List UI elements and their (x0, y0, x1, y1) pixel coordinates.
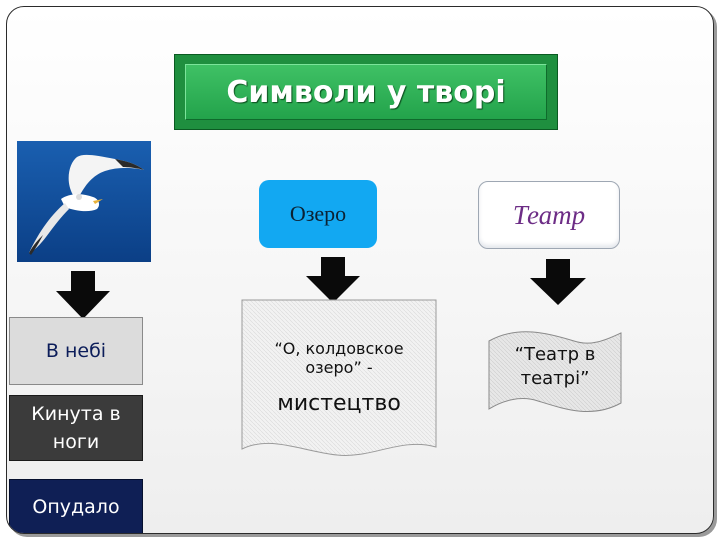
lake-quote-line2: озеро” - (305, 358, 373, 377)
scarecrow-box: Опудало (9, 479, 143, 533)
theatre-quote-line1: “Театр в (514, 344, 596, 365)
sky-box: В небі (9, 317, 143, 385)
slide-title: Символи у творі (226, 74, 506, 110)
theatre-quote: “Театр в театрі” (498, 343, 612, 391)
theatre-banner-shape (488, 331, 622, 413)
sky-label: В небі (45, 340, 107, 362)
seagull-photo (17, 141, 151, 262)
lake-label: Озеро (289, 201, 347, 226)
scarecrow-label: Опудало (32, 496, 120, 518)
theatre-quote-line2: театрі” (520, 368, 590, 389)
lake-meaning: мистецтво (277, 391, 401, 416)
title-banner: Символи у творі (174, 54, 558, 130)
theatre-box: Театр (478, 181, 620, 249)
slide-frame: Символи у творі Озеро Театр (6, 6, 714, 534)
lake-document-shape (241, 299, 437, 456)
theatre-label: Театр (512, 199, 586, 230)
thrown-label: Кинута в ноги (31, 403, 121, 453)
arrow-down-icon (306, 257, 360, 303)
title-banner-inner: Символи у творі (185, 64, 547, 120)
arrow-down-icon (530, 259, 586, 305)
lake-box: Озеро (259, 180, 377, 248)
lake-quote: “О, колдовское озеро” - (259, 339, 419, 377)
arrow-down-icon (56, 271, 110, 319)
thrown-box: Кинута в ноги (9, 395, 143, 461)
lake-quote-line1: “О, колдовское (274, 339, 404, 358)
